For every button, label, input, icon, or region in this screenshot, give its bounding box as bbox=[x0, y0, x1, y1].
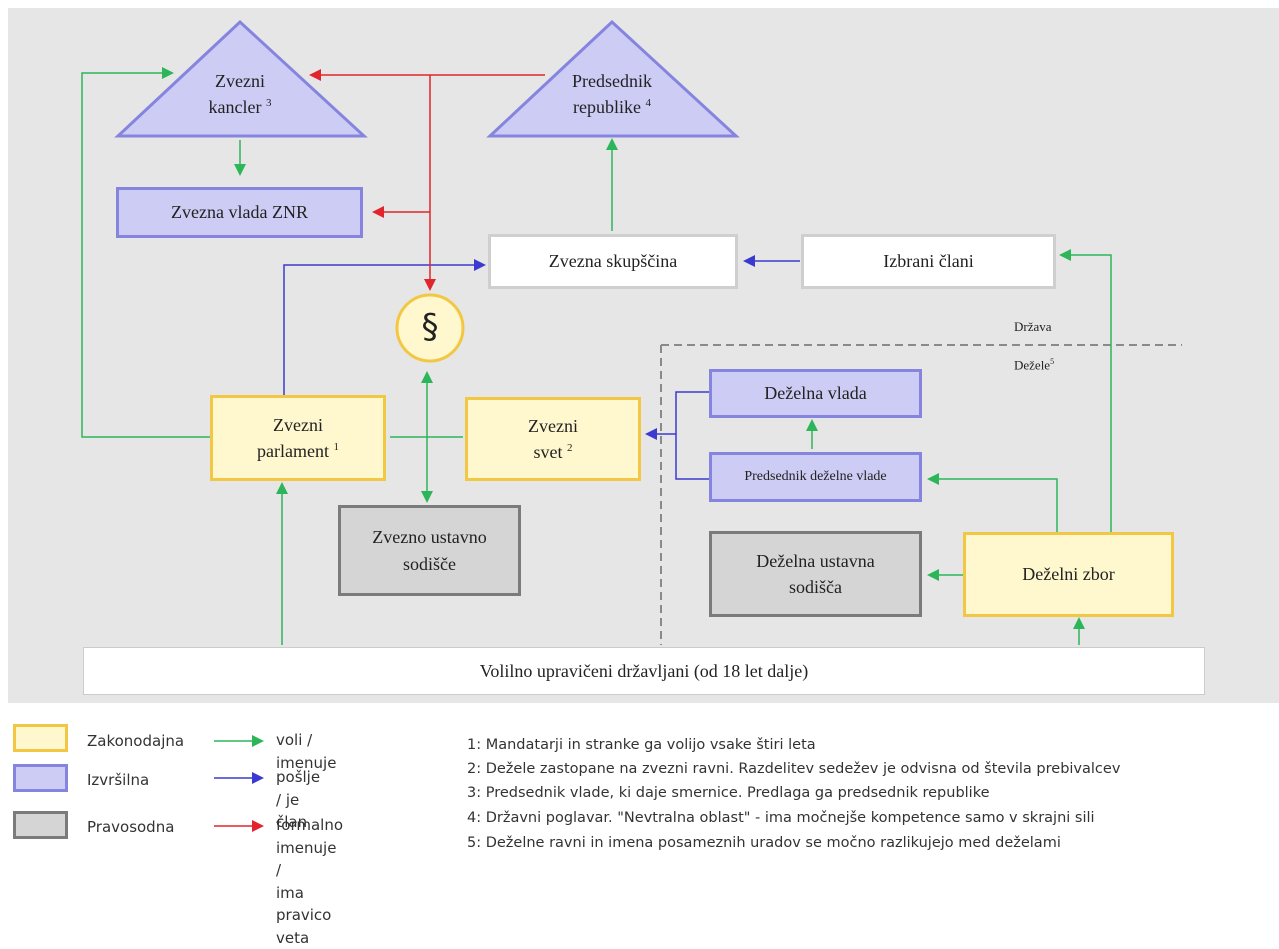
federal-parliament-line2-wrap: parlament 1 bbox=[257, 438, 339, 464]
constitution-symbol: § bbox=[397, 295, 463, 361]
president-footnote: 4 bbox=[645, 97, 651, 109]
voters-node: Volilno upravičeni državljani (od 18 let… bbox=[83, 647, 1205, 695]
federal-parliament-node: Zvezni parlament 1 bbox=[210, 395, 386, 481]
federal-parliament-line1: Zvezni bbox=[273, 412, 323, 438]
chancellor-line2: kancler bbox=[209, 97, 262, 117]
president-line1: Predsednik bbox=[532, 68, 692, 94]
federal-assembly-label: Zvezna skupščina bbox=[549, 248, 677, 274]
state-government-label: Deželna vlada bbox=[764, 380, 866, 406]
federal-government-node: Zvezna vlada ZNR bbox=[116, 187, 363, 238]
state-premier-label: Predsednik deželne vlade bbox=[744, 467, 886, 487]
legend-legislative-label: Zakonodajna bbox=[87, 732, 184, 750]
president-node: Predsednik republike 4 bbox=[532, 68, 692, 120]
note-4: 4: Državni poglavar. "Nevtralna oblast" … bbox=[467, 810, 1095, 826]
elected-members-node: Izbrani člani bbox=[801, 234, 1056, 289]
state-constitutional-courts-node: Deželna ustavna sodišča bbox=[709, 531, 922, 617]
federal-parliament-footnote: 1 bbox=[333, 441, 339, 453]
federal-assembly-node: Zvezna skupščina bbox=[488, 234, 738, 289]
federal-council-footnote: 2 bbox=[567, 442, 573, 454]
voters-label: Volilno upravičeni državljani (od 18 let… bbox=[480, 658, 809, 684]
note-5: 5: Deželne ravni in imena posameznih ura… bbox=[467, 835, 1061, 851]
note-2: 2: Dežele zastopane na zvezni ravni. Raz… bbox=[467, 761, 1120, 777]
federal-court-line1: Zvezno ustavno bbox=[372, 524, 486, 550]
legend-executive-label: Izvršilna bbox=[87, 771, 149, 789]
chancellor-line2-wrap: kancler 3 bbox=[170, 94, 310, 120]
legend-veto-line2: ima pravico veta bbox=[276, 882, 343, 949]
president-line2-wrap: republike 4 bbox=[532, 94, 692, 120]
federal-council-line2-wrap: svet 2 bbox=[534, 439, 573, 465]
legend-judicial-swatch bbox=[13, 811, 68, 839]
state-courts-line1: Deželna ustavna bbox=[756, 548, 874, 574]
divider-label-lands-wrap: Dežele5 bbox=[1014, 357, 1054, 373]
divider-label-lands: Dežele bbox=[1014, 357, 1050, 372]
chancellor-node: Zvezni kancler 3 bbox=[170, 68, 310, 120]
legend-veto-label: formalno imenuje / ima pravico veta bbox=[276, 814, 343, 949]
note-1: 1: Mandatarji in stranke ga volijo vsake… bbox=[467, 737, 816, 753]
federal-parliament-line2: parlament bbox=[257, 441, 329, 461]
note-3: 3: Predsednik vlade, ki daje smernice. P… bbox=[467, 785, 990, 801]
federal-council-line2: svet bbox=[534, 442, 563, 462]
elected-members-label: Izbrani člani bbox=[883, 248, 973, 274]
legend-legislative-swatch bbox=[13, 724, 68, 752]
state-government-node: Deželna vlada bbox=[709, 369, 922, 418]
state-premier-node: Predsednik deželne vlade bbox=[709, 452, 922, 502]
chancellor-footnote: 3 bbox=[266, 97, 272, 109]
divider-label-state: Država bbox=[1014, 319, 1052, 335]
federal-constitutional-court-node: Zvezno ustavno sodišče bbox=[338, 505, 521, 596]
state-parliament-node: Deželni zbor bbox=[963, 532, 1174, 617]
legend-executive-swatch bbox=[13, 764, 68, 792]
legend-judicial-label: Pravosodna bbox=[87, 818, 174, 836]
federal-council-line1: Zvezni bbox=[528, 413, 578, 439]
federal-council-node: Zvezni svet 2 bbox=[465, 397, 641, 481]
chancellor-line1: Zvezni bbox=[170, 68, 310, 94]
divider-label-footnote: 5 bbox=[1050, 357, 1054, 366]
state-courts-line2: sodišča bbox=[789, 574, 842, 600]
constitution-symbol-text: § bbox=[422, 303, 439, 352]
federal-court-line2: sodišče bbox=[403, 551, 456, 577]
federal-government-label: Zvezna vlada ZNR bbox=[171, 199, 308, 225]
legend-veto-line1: formalno imenuje / bbox=[276, 814, 343, 882]
state-parliament-label: Deželni zbor bbox=[1022, 561, 1114, 587]
president-line2: republike bbox=[573, 97, 641, 117]
